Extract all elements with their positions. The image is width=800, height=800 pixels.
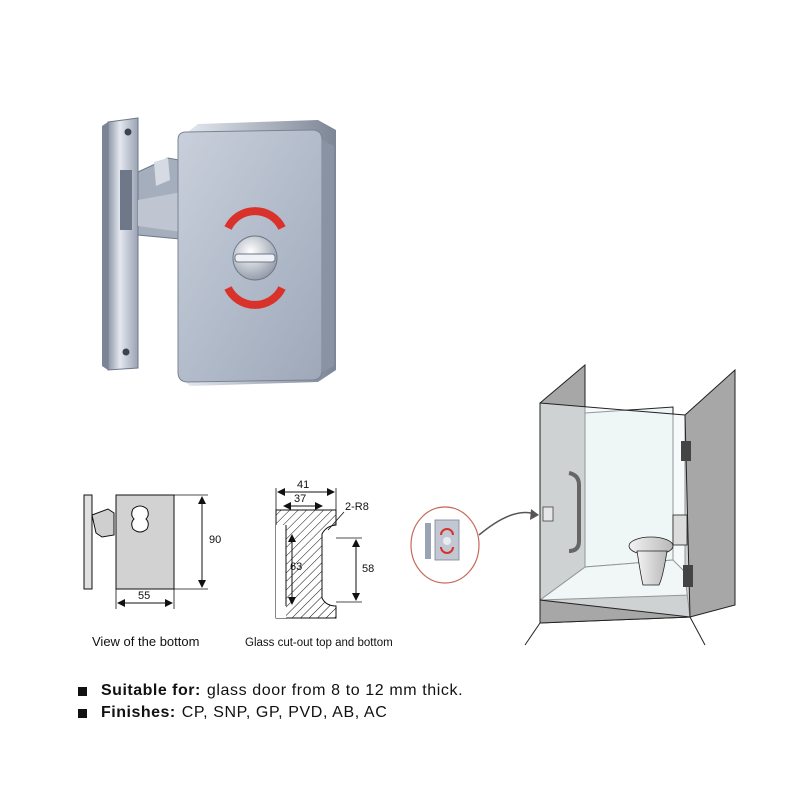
specs-list: Suitable for: glass door from 8 to 12 mm… [78, 680, 463, 724]
bottom-view-diagram [83, 494, 208, 609]
spec-value: glass door from 8 to 12 mm thick. [206, 682, 464, 699]
bottom-view-caption: View of the bottom [92, 634, 200, 649]
spec-value: CP, SNP, GP, PVD, AB, AC [181, 704, 388, 721]
dim-height-label: 90 [209, 534, 222, 546]
lock-product-illustration [102, 117, 336, 386]
shower-cabin-illustration [410, 363, 736, 646]
dim-left-height-label: 63 [290, 561, 303, 573]
dim-width-label: 55 [138, 590, 151, 602]
dim-right-height-label: 58 [362, 563, 375, 575]
spec-label: Finishes: [101, 704, 176, 721]
bullet-square-icon [78, 686, 87, 696]
cutout-caption: Glass cut-out top and bottom [245, 637, 393, 649]
spec-label: Suitable for: [101, 682, 201, 699]
dim-radius-label: 2-R8 [345, 501, 369, 513]
dim-outer-label: 41 [297, 479, 310, 491]
glass-cutout-diagram [275, 488, 362, 619]
dim-inner-label: 37 [294, 493, 307, 505]
bullet-square-icon [78, 708, 87, 718]
spec-item: Finishes: CP, SNP, GP, PVD, AB, AC [78, 702, 463, 724]
spec-item: Suitable for: glass door from 8 to 12 mm… [78, 680, 463, 702]
